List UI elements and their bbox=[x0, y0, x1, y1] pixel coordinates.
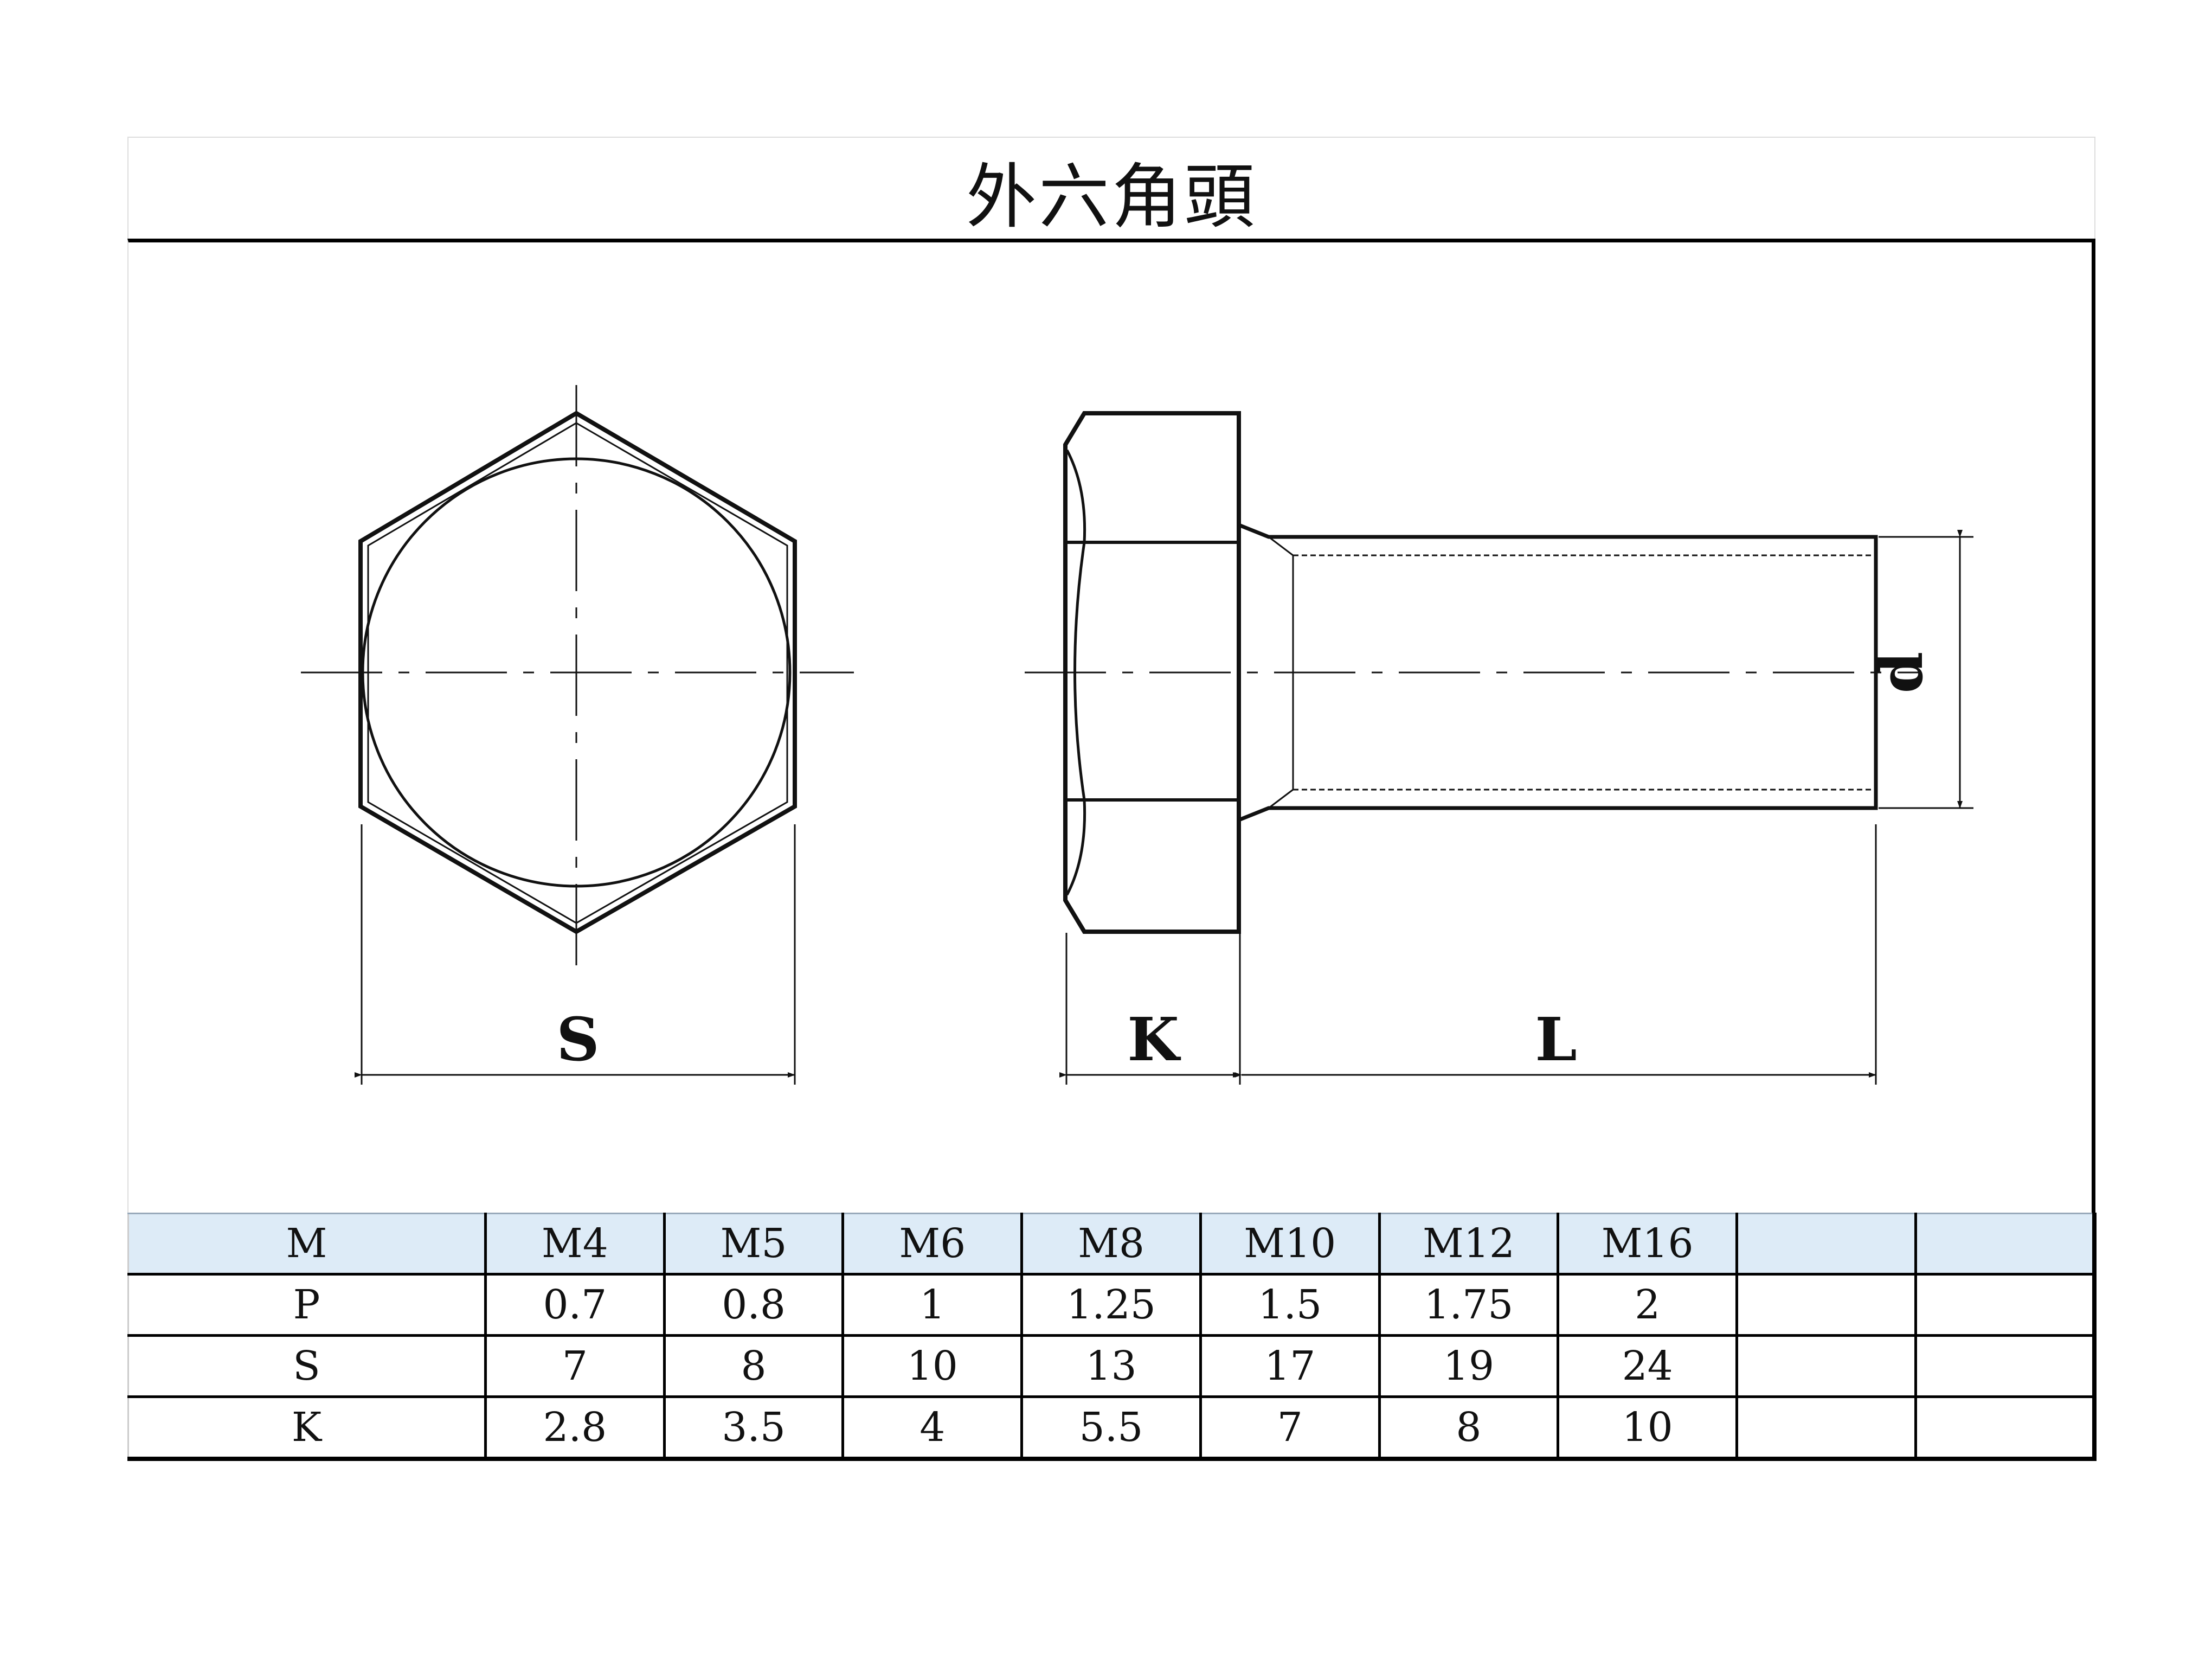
head-chamfer-arc-mid bbox=[1073, 542, 1086, 800]
table-cell: 19 bbox=[1378, 1334, 1560, 1398]
spec-table: M M4 M5 M6 M8 M10 M12 M16 P 0.7 0.8 1 1.… bbox=[127, 1213, 2097, 1461]
table-cell bbox=[1914, 1273, 2097, 1337]
row-header-s: S bbox=[127, 1334, 487, 1398]
table-cell: 5.5 bbox=[1020, 1395, 1202, 1461]
table-cell: 4 bbox=[841, 1395, 1024, 1461]
table-cell: 8 bbox=[1378, 1395, 1560, 1461]
table-row-m: M M4 M5 M6 M8 M10 M12 M16 bbox=[127, 1213, 2097, 1276]
table-cell: 1.75 bbox=[1378, 1273, 1560, 1337]
table-cell: 8 bbox=[663, 1334, 845, 1398]
table-cell bbox=[1735, 1395, 1917, 1461]
table-cell bbox=[1735, 1334, 1917, 1398]
table-cell: 0.8 bbox=[663, 1273, 845, 1337]
table-cell: 3.5 bbox=[663, 1395, 845, 1461]
table-cell: 1.5 bbox=[1199, 1273, 1381, 1337]
table-cell: 17 bbox=[1199, 1334, 1381, 1398]
table-cell: 1.25 bbox=[1020, 1273, 1202, 1337]
head-chamfer-arc-bottom bbox=[1065, 799, 1086, 896]
table-cell: 2 bbox=[1557, 1273, 1739, 1337]
bolt-side-view bbox=[1025, 411, 1973, 1085]
table-cell: M6 bbox=[841, 1213, 1024, 1276]
l-dimension-label: L bbox=[1535, 1004, 1577, 1074]
thread-runout-bottom bbox=[1268, 789, 1294, 809]
table-cell: 7 bbox=[484, 1334, 666, 1398]
table-cell bbox=[1914, 1334, 2097, 1398]
thread-runout-top bbox=[1268, 536, 1294, 556]
table-cell: M8 bbox=[1020, 1213, 1202, 1276]
table-cell bbox=[1735, 1213, 1917, 1276]
d-dimension-label: d bbox=[1866, 652, 1936, 694]
table-cell: 13 bbox=[1020, 1334, 1202, 1398]
s-dimension-label: S bbox=[556, 1004, 599, 1074]
table-cell bbox=[1735, 1273, 1917, 1337]
table-row-p: P 0.7 0.8 1 1.25 1.5 1.75 2 bbox=[127, 1273, 2097, 1337]
table-cell: 2.8 bbox=[484, 1395, 666, 1461]
table-cell: 10 bbox=[841, 1334, 1024, 1398]
table-cell: M12 bbox=[1378, 1213, 1560, 1276]
bolt-head-outline bbox=[1063, 411, 1241, 934]
table-row-s: S 7 8 10 13 17 19 24 bbox=[127, 1334, 2097, 1398]
page-title: 外六角頭 bbox=[966, 156, 1257, 238]
hex-head-front-view bbox=[301, 385, 854, 1085]
k-dimension-label: K bbox=[1127, 1004, 1181, 1074]
table-cell: M4 bbox=[484, 1213, 666, 1276]
table-cell bbox=[1914, 1395, 2097, 1461]
drawing-area bbox=[127, 239, 2095, 1215]
row-header-p: P bbox=[127, 1273, 487, 1337]
table-cell: M5 bbox=[663, 1213, 845, 1276]
table-cell bbox=[1914, 1213, 2097, 1276]
table-cell: 0.7 bbox=[484, 1273, 666, 1337]
table-cell: M16 bbox=[1557, 1213, 1739, 1276]
row-header-m: M bbox=[127, 1213, 487, 1276]
table-cell: 1 bbox=[841, 1273, 1024, 1337]
table-cell: 7 bbox=[1199, 1395, 1381, 1461]
row-header-k: K bbox=[127, 1395, 487, 1461]
table-cell: 10 bbox=[1557, 1395, 1739, 1461]
table-row-k: K 2.8 3.5 4 5.5 7 8 10 bbox=[127, 1395, 2097, 1461]
head-chamfer-arc-top bbox=[1065, 449, 1086, 543]
title-bar: 外六角頭 bbox=[127, 137, 2095, 239]
table-cell: 24 bbox=[1557, 1334, 1739, 1398]
table-cell: M10 bbox=[1199, 1213, 1381, 1276]
